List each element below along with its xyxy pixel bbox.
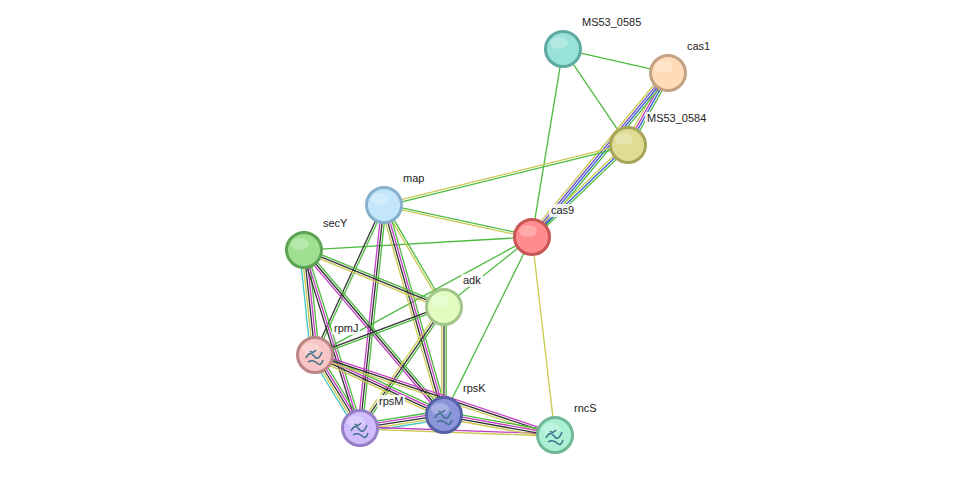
evidence-line [460,421,538,435]
evidence-line [320,256,429,300]
node-circle [544,30,582,68]
evidence-line [573,63,619,131]
evidence-line [545,88,659,226]
node-circle [296,336,334,374]
evidence-line [461,419,539,433]
node-circle [649,54,687,92]
evidence-line [324,369,351,413]
protein-node: cas1 [649,54,687,92]
interaction-edge [319,254,429,302]
evidence-line [401,208,516,233]
node-circle [609,126,647,164]
evidence-line [441,324,442,398]
node-circle [341,409,379,447]
evidence-line [400,148,611,200]
protein-node: rpmJ [296,336,334,374]
evidence-line [330,362,538,431]
node-circle [536,416,574,454]
protein-node: rpsM [341,409,379,447]
node-circle [425,288,463,326]
evidence-line [331,312,428,348]
evidence-line [544,87,658,225]
protein-node: secY [285,231,323,269]
interaction-edge [535,66,560,220]
evidence-line [580,53,652,69]
node-label: adk [461,274,483,287]
interaction-edge [331,312,429,350]
evidence-line [328,367,355,411]
protein-node: rncS [536,416,574,454]
node-label: rpsM [377,395,405,408]
interaction-edge [540,84,659,226]
interaction-edge [543,155,617,227]
interaction-edge [400,148,612,202]
interaction-edge [330,358,539,431]
evidence-line [400,210,515,235]
evidence-line [542,85,656,223]
evidence-line [401,150,612,202]
evidence-line [372,322,437,415]
evidence-line [368,320,433,413]
evidence-line [443,324,444,398]
node-label: rncS [572,402,599,415]
node-circle [513,218,551,256]
evidence-line [301,267,308,338]
protein-node: MS53_0585 [544,30,582,68]
interaction-edge [442,324,446,398]
interaction-edge [534,254,553,418]
interaction-edge [460,415,539,435]
evidence-line [370,321,435,414]
node-label: map [401,172,426,185]
protein-node: rpsK [425,396,463,434]
protein-node: map [365,186,403,224]
interaction-edge [368,320,436,416]
node-label: secY [321,217,349,230]
node-label: rpsK [461,382,488,395]
node-label: MS53_0585 [580,16,643,29]
protein-node: MS53_0584 [609,126,647,164]
protein-node: adk [425,288,463,326]
evidence-line [544,157,615,225]
interaction-edge [580,53,652,69]
evidence-line [540,84,654,222]
evidence-line [535,66,560,220]
evidence-line [546,158,617,226]
protein-node: cas9 [513,218,551,256]
evidence-line [319,258,428,302]
node-circle [285,231,323,269]
evidence-line [543,155,614,223]
interaction-edge [400,208,515,235]
interaction-edge [392,219,437,293]
node-label: cas1 [685,40,712,53]
evidence-line [322,371,349,415]
node-circle [365,186,403,224]
interaction-edge [321,238,515,249]
evidence-line [446,324,447,398]
evidence-line [321,238,515,249]
interaction-edge [573,63,619,131]
node-label: cas9 [549,204,576,217]
evidence-line [534,254,553,418]
interaction-edge [452,252,525,400]
evidence-line [452,252,525,400]
evidence-line [331,314,428,350]
node-label: MS53_0584 [645,112,708,125]
node-label: rpmJ [332,322,360,335]
node-circle [425,396,463,434]
evidence-line [320,372,347,416]
